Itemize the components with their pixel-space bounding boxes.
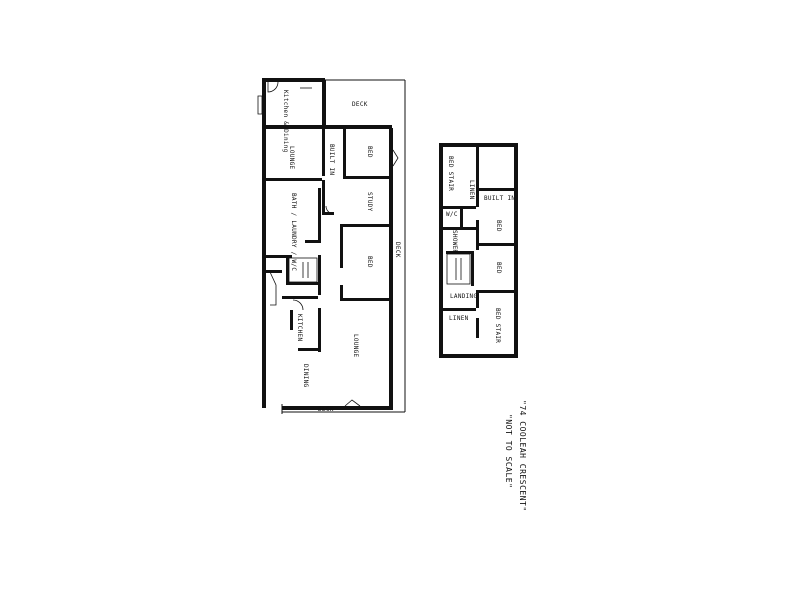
label-dining: DINING [302,364,309,388]
deck-outline [281,79,406,414]
label-deck-bottom: DECK [318,406,334,413]
note-address: "74 COOLEAH CRESCENT" [518,400,527,512]
upper-floor-outer-walls [439,143,518,358]
label-lounge-top: LOUNGE [288,146,295,170]
note-scale: "NOT TO SCALE" [504,414,513,488]
label-kitchen-lower: KITCHEN [296,314,303,341]
label-bed-stair: BED STAIR [447,156,454,191]
upper-floor-plan [439,143,518,358]
label-linen: LINEN [468,180,475,200]
label-study: STUDY [366,192,373,212]
label-kitchen-dining-top: Kitchen & Dining [282,90,289,153]
label-bed-top: BED [366,146,373,158]
ground-floor-stair [288,257,318,283]
label-bed-stair-lower: BED STAIR [494,308,501,343]
label-bath-laundry-wc: BATH / LAUNDRY / W/C [290,193,297,271]
label-lounge-lower: LOUNGE [352,334,359,358]
label-wc: W/C [446,211,458,218]
ground-floor-interior-walls [262,128,389,352]
label-built-in-top: BUILT IN [328,144,335,175]
label-bed-top-upper: BED [495,220,502,232]
label-built-in: BUILT IN [484,195,515,202]
label-deck-top: DECK [352,101,368,108]
label-deck-right: DECK [394,242,401,258]
label-bed-lower-upper: BED [495,262,502,274]
ground-floor-plan [257,78,406,414]
ground-floor-outer-walls [262,78,393,410]
label-linen-lower: LINEN [449,315,469,322]
upper-floor-stair [446,253,471,285]
ground-floor-doors [257,81,399,407]
label-shower: SHOWER [451,230,458,254]
label-landing: LANDING [450,293,477,300]
label-bed-middle: BED [366,256,373,268]
upper-floor-interior-walls [443,147,514,338]
